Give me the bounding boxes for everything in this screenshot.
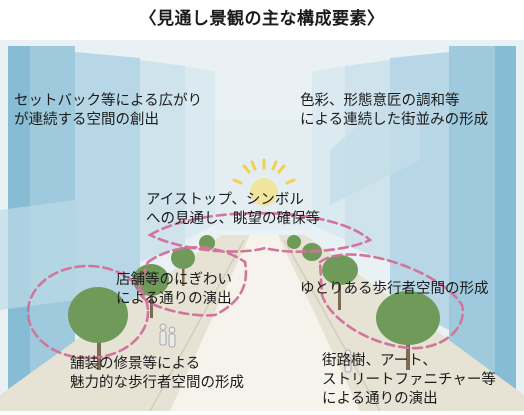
label-paving: 舗装の修景等による 魅力的な歩行者空間の形成 <box>70 356 244 391</box>
label-setback: セットバック等による広がり が連続する空間の創出 <box>14 93 203 128</box>
label-facade: 色彩、形態意匠の調和等 による連続した街並みの形成 <box>300 93 489 128</box>
pedestrians <box>159 323 352 373</box>
road <box>170 235 360 411</box>
eyestop-sun-icon <box>232 158 296 206</box>
label-eyestop: アイストップ、シンボル への見通し、眺望の確保等 <box>146 192 320 227</box>
label-trees: 街路樹、アート、 ストリートファニチャー等 による通りの演出 <box>322 353 496 407</box>
left-buildings <box>0 46 215 405</box>
street-trees-right <box>287 235 440 370</box>
label-shops: 店舗等のにぎわい による通りの演出 <box>116 272 232 307</box>
diagram-title: 〈見通し景観の主な構成要素〉 <box>139 9 385 29</box>
highlight-dashes <box>26 211 465 360</box>
label-walkway: ゆとりある歩行者空間の形成 <box>300 281 489 297</box>
right-buildings <box>312 46 516 405</box>
distant-skyline <box>215 120 312 230</box>
